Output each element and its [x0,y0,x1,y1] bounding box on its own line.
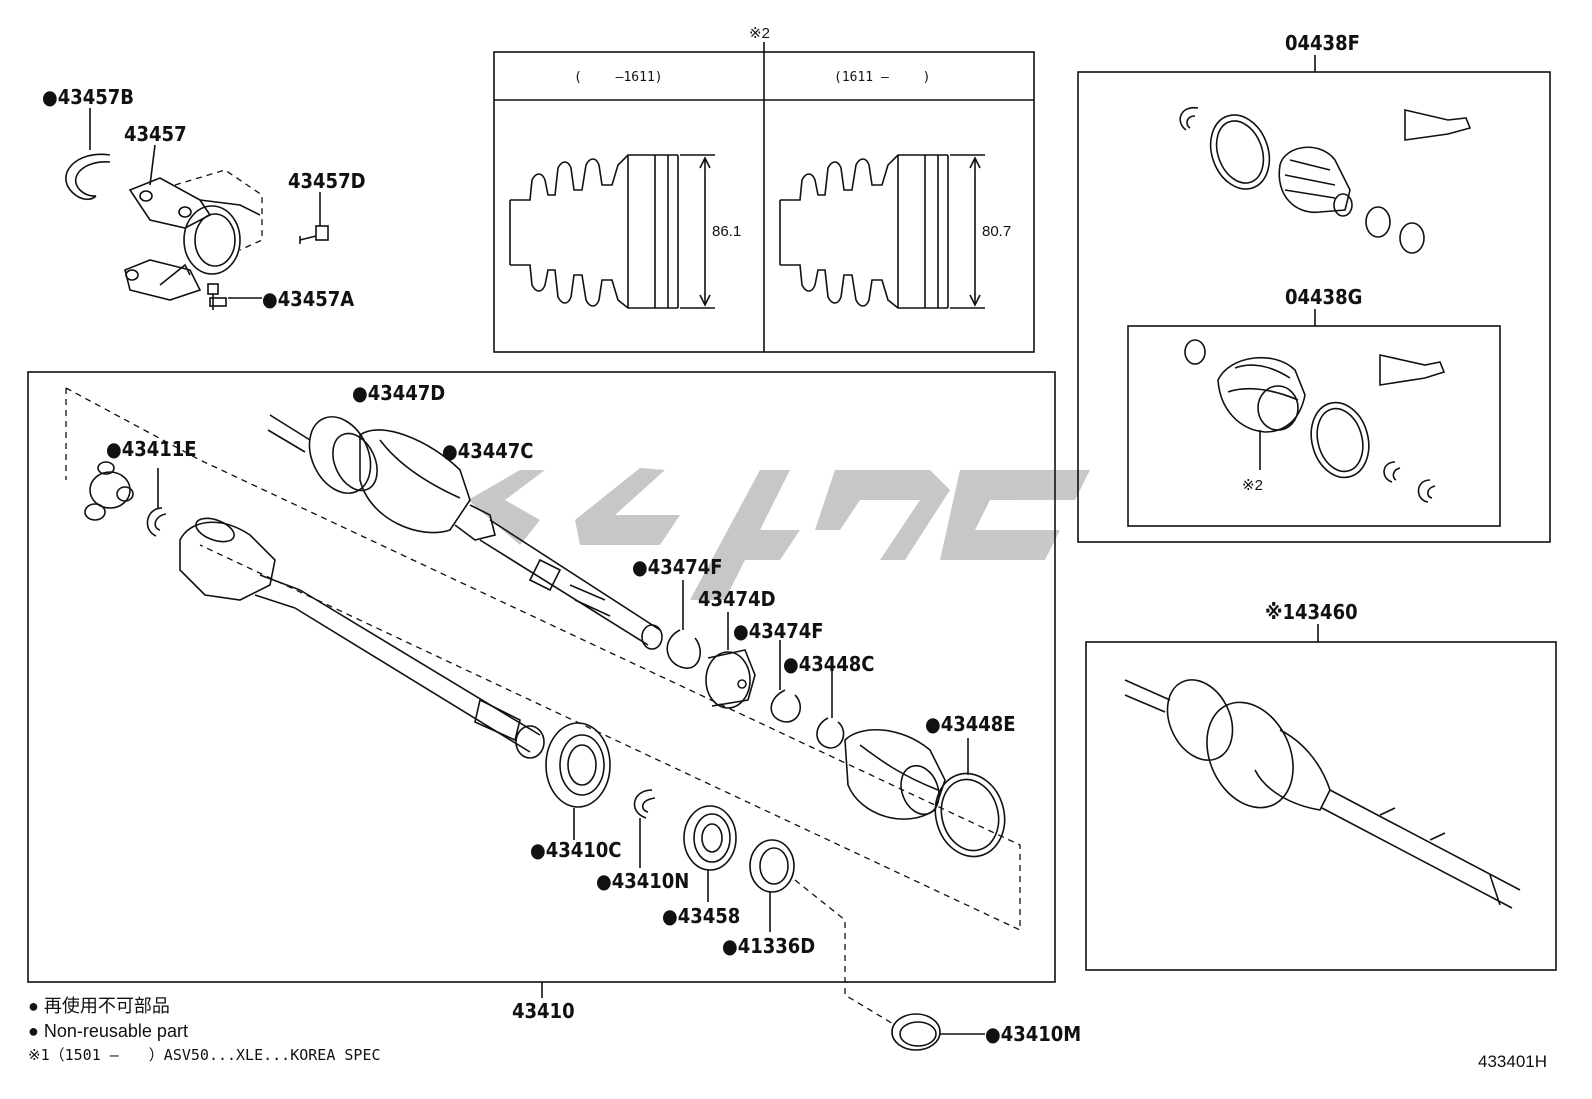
shaft-43460-shape [1124,679,1521,909]
boot-kit-panel: 04438F 04438G [1077,31,1551,543]
inner-boot [844,728,946,820]
label-43411e: ●43411E [106,437,197,461]
label-43447c: ●43447C [442,439,534,463]
label-43474f-a: ●43474F [632,555,723,579]
label-43410: 43410 [512,999,575,1023]
shaft-43460-panel: ※143460 [1085,600,1557,971]
label-43448e: ●43448E [925,712,1016,736]
legend-spec-note: ※1（1501 – ）ASV50...XLE...KOREA SPEC [28,1046,381,1064]
kit-04438g-parts [1184,339,1446,503]
dimension-after: 80.7 [982,223,1011,240]
clamp-43448e [934,772,1006,858]
clamp-43448c [816,717,845,749]
dimension-before: 86.1 [712,223,741,240]
upper-axle-shape [267,414,663,650]
label-43474f-b: ●43474F [733,619,824,643]
label-04438g: 04438G [1285,285,1362,309]
boot-profile-before [509,154,715,309]
label-43457: 43457 [124,122,187,146]
main-assembly-43410 [27,371,1056,1026]
legend-line-japanese: ● 再使用不可部品 [28,996,170,1016]
seal-43458 [683,805,737,871]
diagram-code: 433401H [1478,1052,1547,1071]
bearing-43410c [545,722,611,808]
label-41336d: ●41336D [722,934,815,958]
legend-line-non-reusable: ● Non-reusable part [28,1021,188,1041]
label-43410c: ●43410C [530,838,622,862]
label-43448c: ●43448C [783,652,875,676]
label-43474d: 43474D [698,587,776,611]
label-43458: ●43458 [662,904,740,928]
label-43460: ※143460 [1265,600,1358,624]
variant-after-label: (1611 – ) [834,70,930,85]
bolt-43457d [299,225,329,244]
label-43410m: ●43410M [985,1022,1081,1046]
damper-43474d [705,649,756,709]
label-04438f: 04438F [1285,31,1360,55]
clamp-43474f-a [666,629,701,669]
long-shaft-43410 [179,517,545,759]
watermark-logo [468,468,1090,600]
kit-04438f-parts [1179,106,1472,254]
tripod-joint-43411e [84,461,134,521]
boot-variant-table: ※2 ( –1611) (1611 – ) 86.1 [493,25,1035,353]
label-43457d: 43457D [288,169,366,193]
variant-marker: ※2 [749,25,770,42]
bracket-43457-shape [124,169,263,301]
label-04438g-note: ※2 [1242,477,1263,494]
label-43457a: ●43457A [262,287,354,311]
snap-ring-43410n [633,789,656,819]
label-43447d: ●43447D [352,381,445,405]
bearing-bracket-group [65,108,329,310]
bolt-43457a [207,283,227,310]
boot-profile-after [779,154,985,309]
seal-41336d [749,839,795,893]
clamp-43474f-b [770,689,802,723]
snap-ring-43457b [65,153,111,201]
dust-seal-43410m [891,1013,985,1051]
variant-before-label: ( –1611) [574,70,663,85]
label-43457b: ●43457B [42,85,134,109]
label-43410n: ●43410N [596,869,689,893]
